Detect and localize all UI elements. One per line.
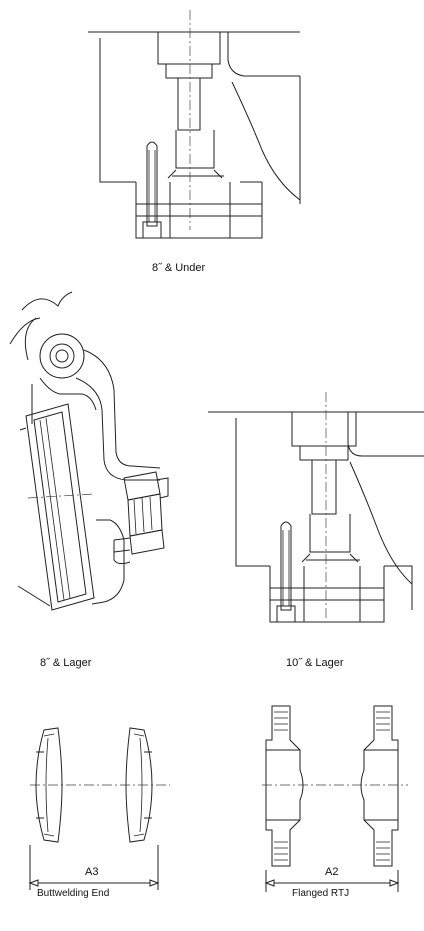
detail-8-larger-drawing — [9, 291, 169, 611]
caption-10-larger: 10˝ & Lager — [286, 657, 344, 669]
buttweld-end-label: Buttwelding End — [37, 888, 110, 899]
detail-10-larger-drawing — [208, 392, 424, 623]
flanged-rtj-drawing — [262, 705, 408, 892]
detail-8-under-drawing — [88, 10, 301, 239]
caption-8-larger: 8˝ & Lager — [40, 657, 92, 669]
flanged-rtj-label: Flanged RTJ — [292, 888, 350, 899]
dimension-a3-label: A3 — [85, 866, 99, 878]
buttweld-end-drawing — [28, 727, 170, 890]
caption-8-under: 8˝ & Under — [152, 262, 206, 274]
dimension-a2-label: A2 — [325, 866, 339, 878]
